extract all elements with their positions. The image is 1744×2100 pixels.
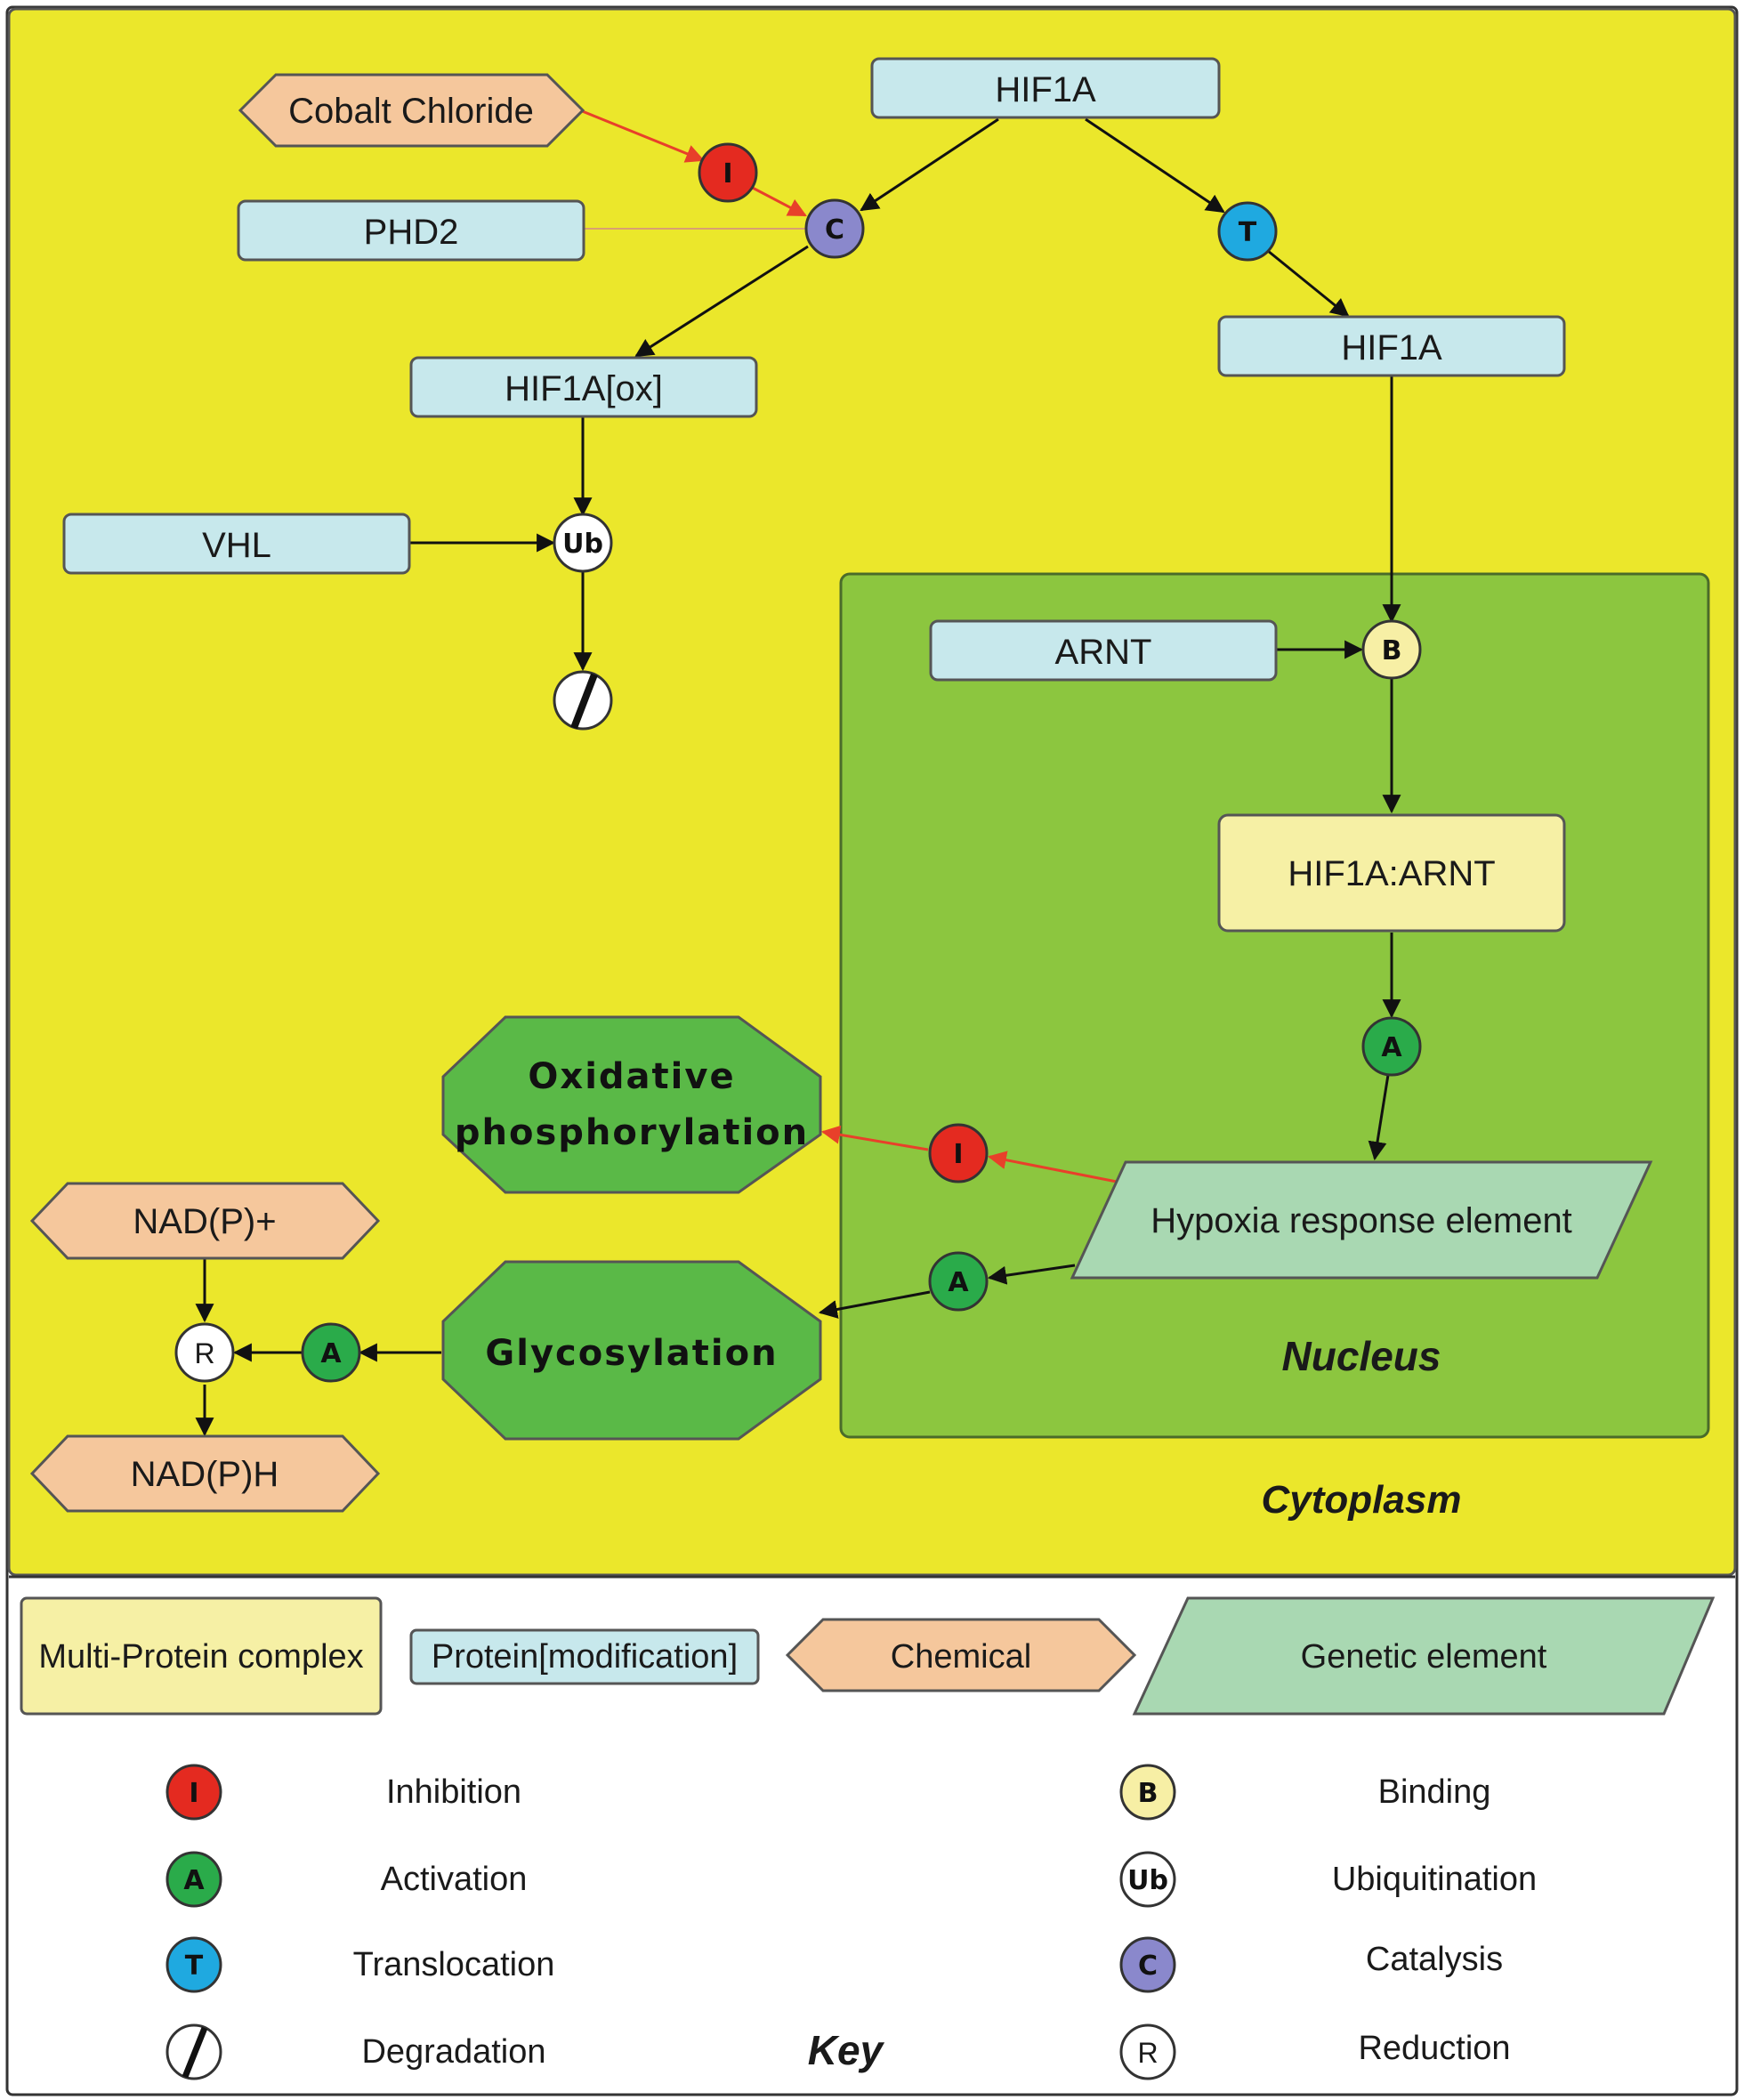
legend-genetic-element <box>1132 1596 1716 1716</box>
edge-inhibition-to-oxidative <box>820 1125 929 1151</box>
legend-inhibition-icon <box>166 1764 222 1821</box>
process-translocation <box>1217 201 1278 262</box>
legend-inhibition-label: Inhibition <box>386 1773 521 1811</box>
process-reduction <box>174 1322 235 1383</box>
node-hre-label: Hypoxia response element <box>1151 1201 1572 1240</box>
legend-translocation-letter: T <box>185 1951 204 1982</box>
node-arnt-label: ARNT <box>1055 633 1152 672</box>
legend-translocation-icon <box>166 1936 222 1993</box>
legend-protein <box>409 1628 760 1685</box>
legend-degradation-slash <box>182 2026 208 2079</box>
legend-genetic-label: Genetic element <box>1301 1638 1547 1676</box>
process-activation-nucleus <box>1361 1016 1422 1077</box>
legend-inhibition-letter: I <box>189 1778 198 1809</box>
nucleus-label: Nucleus <box>1282 1333 1441 1379</box>
legend-catalysis-icon <box>1119 1936 1176 1993</box>
legend-ubiquitination-icon <box>1119 1851 1176 1908</box>
process-activation-glycosylation-letter: A <box>320 1338 342 1369</box>
node-oxidative-phosphorylation <box>441 1015 822 1194</box>
node-nadp-plus <box>29 1182 381 1260</box>
node-cobalt-chloride <box>238 73 585 148</box>
node-oxidative-line2: phosphorylation <box>455 1112 809 1153</box>
process-catalysis <box>804 198 865 259</box>
node-hif1a-ox <box>409 356 758 418</box>
legend-reduction-label: Reduction <box>1358 2030 1510 2067</box>
node-glycosylation-label: Glycosylation <box>485 1333 778 1374</box>
process-catalysis-letter: C <box>825 214 844 246</box>
node-nadp-plus-label: NAD(P)+ <box>133 1202 276 1241</box>
legend-binding-letter: B <box>1138 1778 1159 1809</box>
process-translocation-letter: T <box>1239 217 1257 248</box>
node-vhl <box>62 513 411 575</box>
node-hif1a-top <box>870 57 1221 119</box>
legend-reduction-icon <box>1119 2023 1176 2080</box>
node-nadph-label: NAD(P)H <box>131 1455 279 1494</box>
node-nadph <box>29 1434 381 1513</box>
legend-ubiquitination-letter: Ub <box>1127 1865 1168 1896</box>
edge-hre-to-inhibition <box>987 1151 1118 1183</box>
node-cobalt-chloride-label: Cobalt Chloride <box>288 92 534 131</box>
legend-ubiquitination-label: Ubiquitination <box>1332 1861 1537 1898</box>
legend-binding-icon <box>1119 1764 1176 1821</box>
node-hif1a-right-label: HIF1A <box>1341 328 1442 368</box>
node-glycosylation <box>441 1260 822 1441</box>
node-hif1a-arnt-complex <box>1217 813 1566 933</box>
cytoplasm-label: Cytoplasm <box>1262 1478 1462 1522</box>
node-hif1a-ox-label: HIF1A[ox] <box>505 369 663 408</box>
process-ubiquitination-letter: Ub <box>562 529 603 560</box>
edge-hif1a-to-translocation <box>1085 117 1225 214</box>
process-reduction-letter: R <box>194 1337 214 1369</box>
process-binding-letter: B <box>1382 635 1402 666</box>
legend-activation-letter: A <box>183 1865 205 1896</box>
node-hypoxia-response-element <box>1070 1160 1653 1280</box>
node-vhl-label: VHL <box>202 526 271 565</box>
process-inhibition-cobalt <box>698 142 758 203</box>
legend-activation-label: Activation <box>381 1861 528 1898</box>
legend-multi-protein-label: Multi-Protein complex <box>38 1638 363 1676</box>
edge-hre-to-activation <box>987 1264 1076 1285</box>
degradation-icon-slash <box>570 673 598 730</box>
key-label: Key <box>808 2027 885 2073</box>
legend-multi-protein-complex <box>20 1596 383 1716</box>
edge-hif1a-to-catalysis <box>860 117 999 212</box>
legend-binding-label: Binding <box>1378 1773 1491 1811</box>
legend-translocation-label: Translocation <box>353 1946 555 1983</box>
process-binding <box>1361 619 1422 680</box>
node-hif1a-arnt-label: HIF1A:ARNT <box>1288 854 1495 893</box>
process-activation-nucleus-letter: A <box>1381 1032 1402 1063</box>
legend-degradation-label: Degradation <box>361 2033 545 2071</box>
legend-protein-label: Protein[modification] <box>432 1638 738 1676</box>
node-hif1a-right <box>1217 315 1566 377</box>
legend-chemical <box>785 1618 1137 1692</box>
node-hif1a-top-label: HIF1A <box>995 70 1096 109</box>
node-phd2-label: PHD2 <box>364 213 459 252</box>
process-ubiquitination <box>553 513 613 573</box>
node-oxidative-line1: Oxidative <box>528 1056 735 1097</box>
legend-activation-icon <box>166 1851 222 1908</box>
edge-activation-to-glycosylation <box>818 1290 931 1319</box>
edge-inhibition-to-catalysis <box>747 183 807 217</box>
process-activation-hre-letter: A <box>948 1267 969 1298</box>
legend-reduction-letter: R <box>1137 2037 1158 2069</box>
edge-translocation-to-hif1a <box>1267 249 1350 318</box>
legend-catalysis-letter: C <box>1138 1951 1158 1982</box>
process-activation-glycosylation <box>301 1322 361 1383</box>
edge-cobalt-to-inhibition <box>579 109 705 163</box>
node-phd2 <box>237 199 585 262</box>
legend-chemical-label: Chemical <box>891 1638 1031 1676</box>
process-activation-hre <box>928 1251 989 1312</box>
edge-catalysis-to-hif1a-ox <box>634 245 809 358</box>
process-inhibition-cobalt-letter: I <box>723 158 732 190</box>
process-inhibition-hre <box>928 1123 989 1183</box>
legend-catalysis-label: Catalysis <box>1366 1941 1503 1978</box>
edge-activation-to-hre <box>1368 1074 1390 1161</box>
node-arnt <box>929 619 1278 682</box>
process-inhibition-hre-letter: I <box>953 1139 963 1170</box>
